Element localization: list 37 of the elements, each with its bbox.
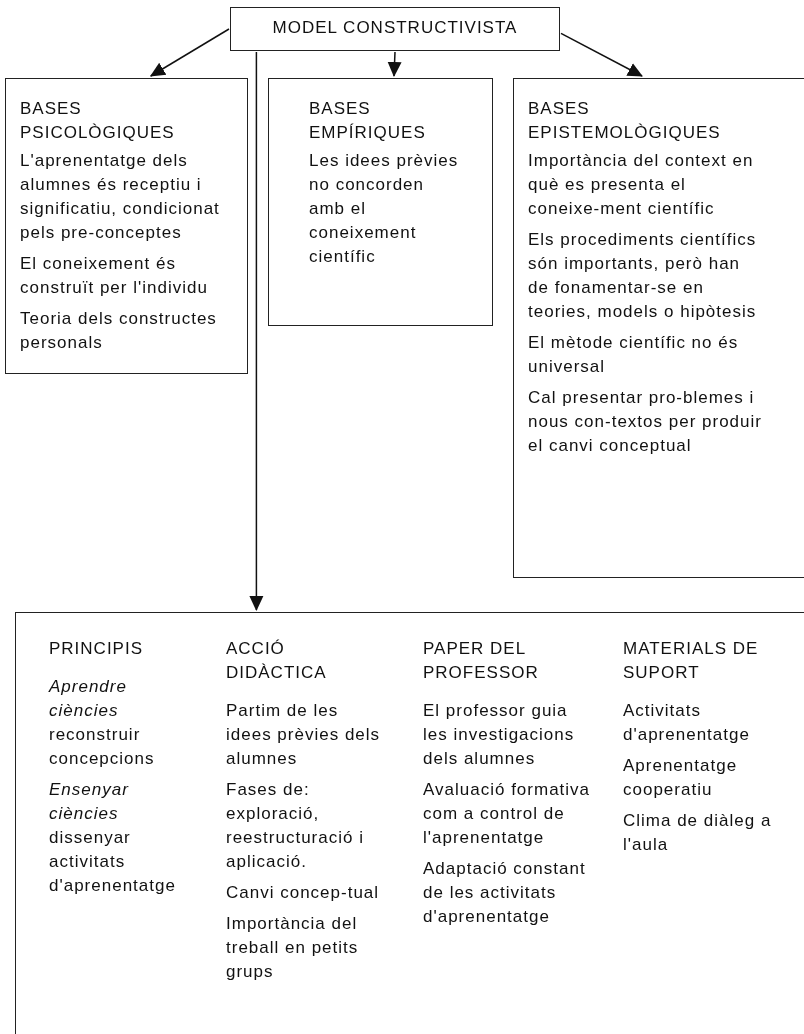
arrow: [560, 32, 643, 77]
item-text: L'aprenentatge dels alumnes és receptiu i significatiu, condicionat pels pre-conceptes: [20, 150, 221, 244]
heading-text: PAPER DEL PROFESSOR: [423, 638, 540, 684]
concept-box: [5, 78, 248, 374]
item-text: Avaluació formativa com a control de l'aprenentatge: [423, 779, 592, 849]
item-text: El professor guia les investigacions dels alumnes: [423, 700, 576, 770]
heading-text: BASES PSICOLÒGIQUES: [20, 98, 176, 144]
arrow: [387, 51, 402, 77]
heading-text: PRINCIPIS: [49, 638, 145, 660]
item-text: Canvi concep-tual: [226, 882, 381, 904]
item-text: Teoria dels constructes personals: [20, 308, 218, 354]
concept-box: [268, 78, 493, 326]
item-text: Fases de: exploració, reestructuració i aplicació.: [226, 779, 365, 873]
item-text: Adaptació constant de les activitats d'aprenentatge: [423, 858, 587, 928]
item-text: Aprenentatge cooperatiu: [623, 755, 739, 801]
item-text: El coneixement és construït per l'individu: [20, 253, 209, 299]
arrow: [149, 28, 230, 77]
heading-text: ACCIÓ DIDÀCTICA: [226, 638, 328, 684]
heading-text: MATERIALS DE SUPORT: [623, 638, 760, 684]
item-text: Importància del treball en petits grups: [226, 913, 360, 983]
concept-box: [230, 7, 560, 51]
item-text: El mètode científic no és universal: [528, 332, 740, 378]
arrow: [249, 51, 264, 611]
item-text: Cal presentar pro-blemes i nous con-textos per produir el canvi conceptual: [528, 387, 762, 457]
item-text: Aprendre ciències reconstruir concepcions: [49, 676, 156, 770]
concept-box: [513, 78, 804, 578]
item-text: Les idees prèvies no concorden amb el coneixement científic: [309, 150, 460, 268]
panel-box: [15, 612, 804, 1034]
item-text: Clima de diàleg a l'aula: [623, 810, 773, 856]
item-text: Partim de les idees prèvies dels alumnes: [226, 700, 382, 770]
item-text: Ensenyar ciències dissenyar activitats d'aprenentatge: [49, 779, 177, 897]
item-text: Importància del context en què es presenta el coneixe-ment científic: [528, 150, 755, 220]
item-text: Activitats d'aprenentatge: [623, 700, 751, 746]
heading-text: MODEL CONSTRUCTIVISTA: [271, 17, 519, 39]
heading-text: BASES EPISTEMOLÒGIQUES: [528, 98, 722, 144]
heading-text: BASES EMPÍRIQUES: [309, 98, 427, 144]
item-text: Els procediments científics són importants, però han de fonamentar-se en teories, models o hipòtesis: [528, 229, 758, 323]
